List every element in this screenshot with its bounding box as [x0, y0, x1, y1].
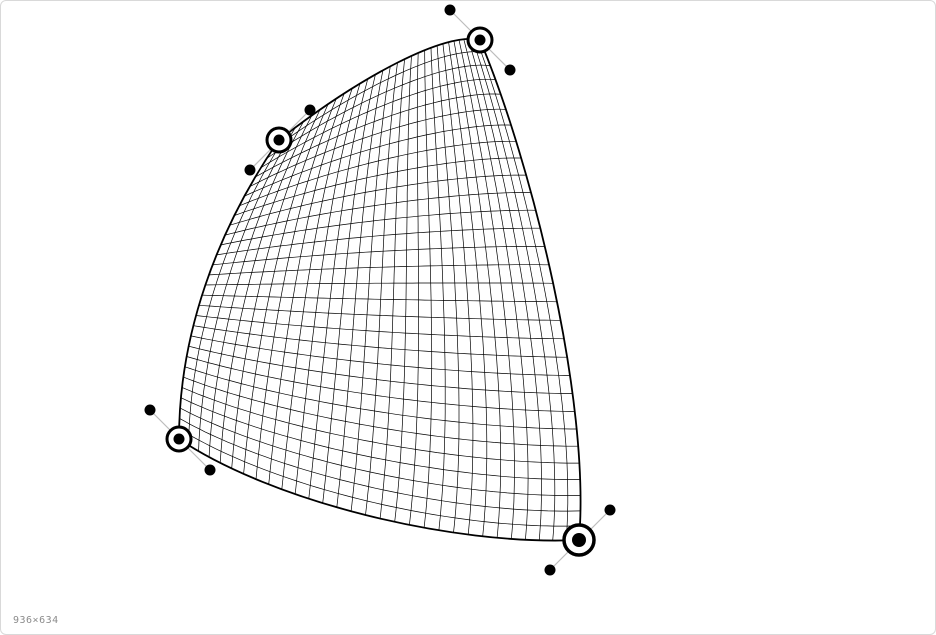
- mesh-column-line: [308, 78, 369, 499]
- mesh-column-line: [467, 38, 542, 541]
- bezier-handle-out[interactable]: [244, 164, 256, 176]
- control-point-bottom-left[interactable]: [144, 404, 216, 476]
- mesh-column-line: [423, 50, 433, 528]
- anchor-dot[interactable]: [474, 34, 486, 46]
- anchor-dot[interactable]: [273, 134, 285, 146]
- mesh-row-line: [181, 387, 580, 464]
- mesh-row-line: [178, 428, 581, 527]
- anchor-dot[interactable]: [572, 533, 586, 547]
- mesh-edge-top: [278, 38, 481, 141]
- mesh-column-line: [208, 121, 304, 458]
- mesh-row-line: [225, 192, 531, 236]
- bezier-handle-out[interactable]: [204, 464, 216, 476]
- mesh-grid: [178, 38, 581, 541]
- mesh-column-line: [436, 45, 460, 533]
- mesh-row-line: [255, 93, 501, 178]
- mesh-column-line: [219, 115, 313, 463]
- mesh-row-line: [239, 140, 517, 207]
- mesh-row-line: [183, 376, 579, 447]
- mesh-column-line: [463, 39, 529, 540]
- mesh-row-line: [208, 264, 549, 276]
- mesh-edge-right: [479, 39, 582, 541]
- mesh-row-line: [196, 315, 565, 340]
- mesh-column-line: [243, 104, 329, 474]
- mesh-row-line: [216, 227, 541, 256]
- mesh-row-line: [234, 157, 522, 216]
- bezier-handle-in[interactable]: [604, 504, 616, 516]
- mesh-row-line: [212, 246, 545, 266]
- mesh-column-line: [442, 43, 474, 535]
- mesh-row-line: [244, 124, 512, 197]
- mesh-column-line: [448, 42, 488, 537]
- mesh-column-line: [198, 127, 296, 452]
- mesh-row-line: [193, 325, 568, 358]
- mesh-column-line: [322, 74, 376, 504]
- mesh-row-line: [249, 108, 506, 187]
- mesh-row-line: [186, 356, 575, 412]
- canvas-size-readout: 936×634: [13, 615, 59, 626]
- mesh-column-line: [472, 38, 556, 541]
- mesh-edge-bottom: [178, 438, 580, 542]
- mesh-row-line: [272, 51, 486, 150]
- bezier-handle-out[interactable]: [504, 64, 516, 76]
- anchor-dot[interactable]: [173, 433, 185, 445]
- bezier-handle-in[interactable]: [304, 104, 316, 116]
- bezier-handle-in[interactable]: [144, 404, 156, 416]
- mesh-row-line: [205, 282, 554, 286]
- mesh-row-line: [198, 304, 561, 321]
- mesh-column-line: [453, 40, 502, 538]
- mesh-row-line: [202, 294, 558, 303]
- mesh-row-line: [260, 78, 496, 168]
- mesh-row-line: [188, 345, 573, 394]
- mesh-row-line: [190, 335, 571, 376]
- mesh-column-line: [281, 88, 353, 490]
- bezier-handle-in[interactable]: [444, 4, 456, 16]
- mesh-row-line: [179, 407, 581, 496]
- bezier-handle-out[interactable]: [544, 564, 556, 576]
- mesh-row-line: [184, 366, 577, 430]
- mesh-row-line: [220, 209, 536, 246]
- control-point-bottom-right[interactable]: [544, 504, 616, 576]
- mesh-edge-left: [178, 139, 280, 440]
- mesh-row-line: [266, 64, 491, 159]
- mesh-outline: [178, 38, 582, 542]
- mesh-row-line: [179, 418, 581, 512]
- control-handles: [144, 4, 616, 576]
- control-point-top-left[interactable]: [244, 104, 316, 176]
- mesh-row-line: [229, 174, 527, 226]
- control-point-top-right[interactable]: [444, 4, 516, 76]
- mesh-row-line: [180, 397, 581, 480]
